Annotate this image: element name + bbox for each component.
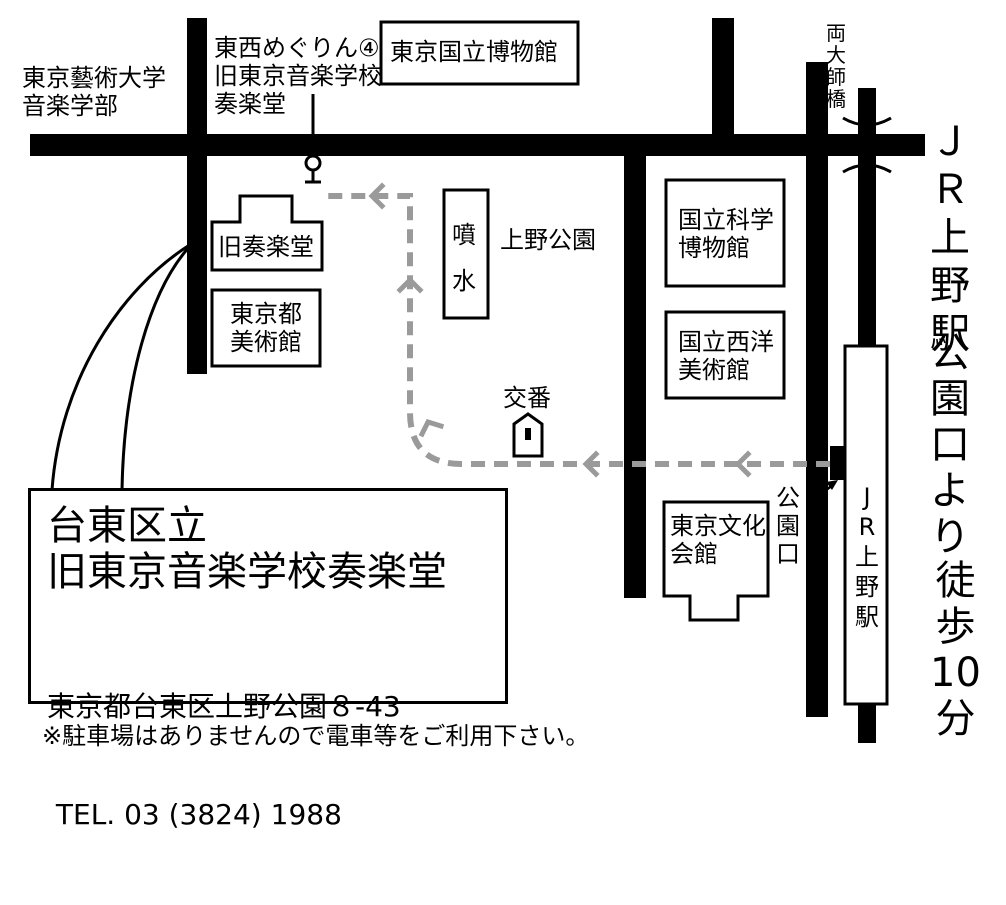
map-canvas <box>30 18 925 743</box>
science-museum-box <box>664 178 786 288</box>
directions-col-3: 徒 歩 10 分 <box>930 558 981 742</box>
venue-tel: TEL. 03 (3824) 1988 <box>47 798 342 831</box>
science-museum-label: 国立科学 博物館 <box>678 206 774 262</box>
callout-lines <box>50 244 192 491</box>
bunka-kaikan-outline <box>662 500 770 622</box>
directions-col-2: 公 園 口 よ り <box>930 330 970 560</box>
ryodaishi-bridge-label: 両 大 師 橋 <box>826 21 846 111</box>
route-arrows <box>368 182 752 478</box>
directions-col-1: Ｊ Ｒ 上 野 駅 <box>930 119 970 357</box>
fountain-label: 噴 水 <box>452 221 476 295</box>
north-road <box>712 18 734 146</box>
geidai-label: 東京藝術大学 音楽学部 <box>22 64 166 120</box>
parking-footnote: ※駐車場はありませんので電車等をご利用下さい。 <box>42 722 590 750</box>
bus-stop-label: 東西めぐりん④ 旧東京音楽学校 奏楽堂 <box>214 34 382 118</box>
old-sogakudo-label: 旧奏楽堂 <box>218 233 314 261</box>
tokyo-met-art-museum-box <box>210 288 322 368</box>
station-box <box>843 344 889 706</box>
left-road <box>187 18 207 374</box>
tokyo-met-art-museum-label: 東京都 美術館 <box>230 300 302 356</box>
station-label: J R 上 野 駅 <box>855 483 879 631</box>
bus-stop-icon <box>304 94 322 184</box>
western-art-museum-box <box>664 310 786 400</box>
walking-route <box>322 193 830 467</box>
venue-name: 台東区立 旧東京音楽学校奏楽堂 <box>47 503 447 595</box>
police-box-icon <box>512 412 544 458</box>
bridge-icon <box>842 116 892 174</box>
fountain-box <box>442 188 490 320</box>
middle-road <box>624 145 646 598</box>
venue-info-box: 台東区立 旧東京音楽学校奏楽堂 東京都台東区上野公園８‐43 TEL. 03 (… <box>28 488 508 831</box>
station-road <box>806 62 828 717</box>
western-art-museum-label: 国立西洋 美術館 <box>678 328 774 384</box>
ueno-park-label: 上野公園 <box>500 226 596 254</box>
exit-arrow <box>807 480 838 505</box>
main-road <box>30 134 925 156</box>
tokyo-national-museum-box <box>379 20 580 86</box>
old-sogakudo-outline <box>210 194 324 272</box>
park-exit-label: 公 園 口 <box>776 484 800 568</box>
tokyo-national-museum-label: 東京国立博物館 <box>390 38 558 66</box>
bunka-kaikan-label: 東京文化 会館 <box>670 512 766 568</box>
venue-contact: 東京都台東区上野公園８‐43 TEL. 03 (3824) 1988 <box>47 617 401 905</box>
police-box-label: 交番 <box>503 384 551 412</box>
venue-address: 東京都台東区上野公園８‐43 <box>47 690 401 723</box>
park-exit-marker <box>830 446 844 480</box>
